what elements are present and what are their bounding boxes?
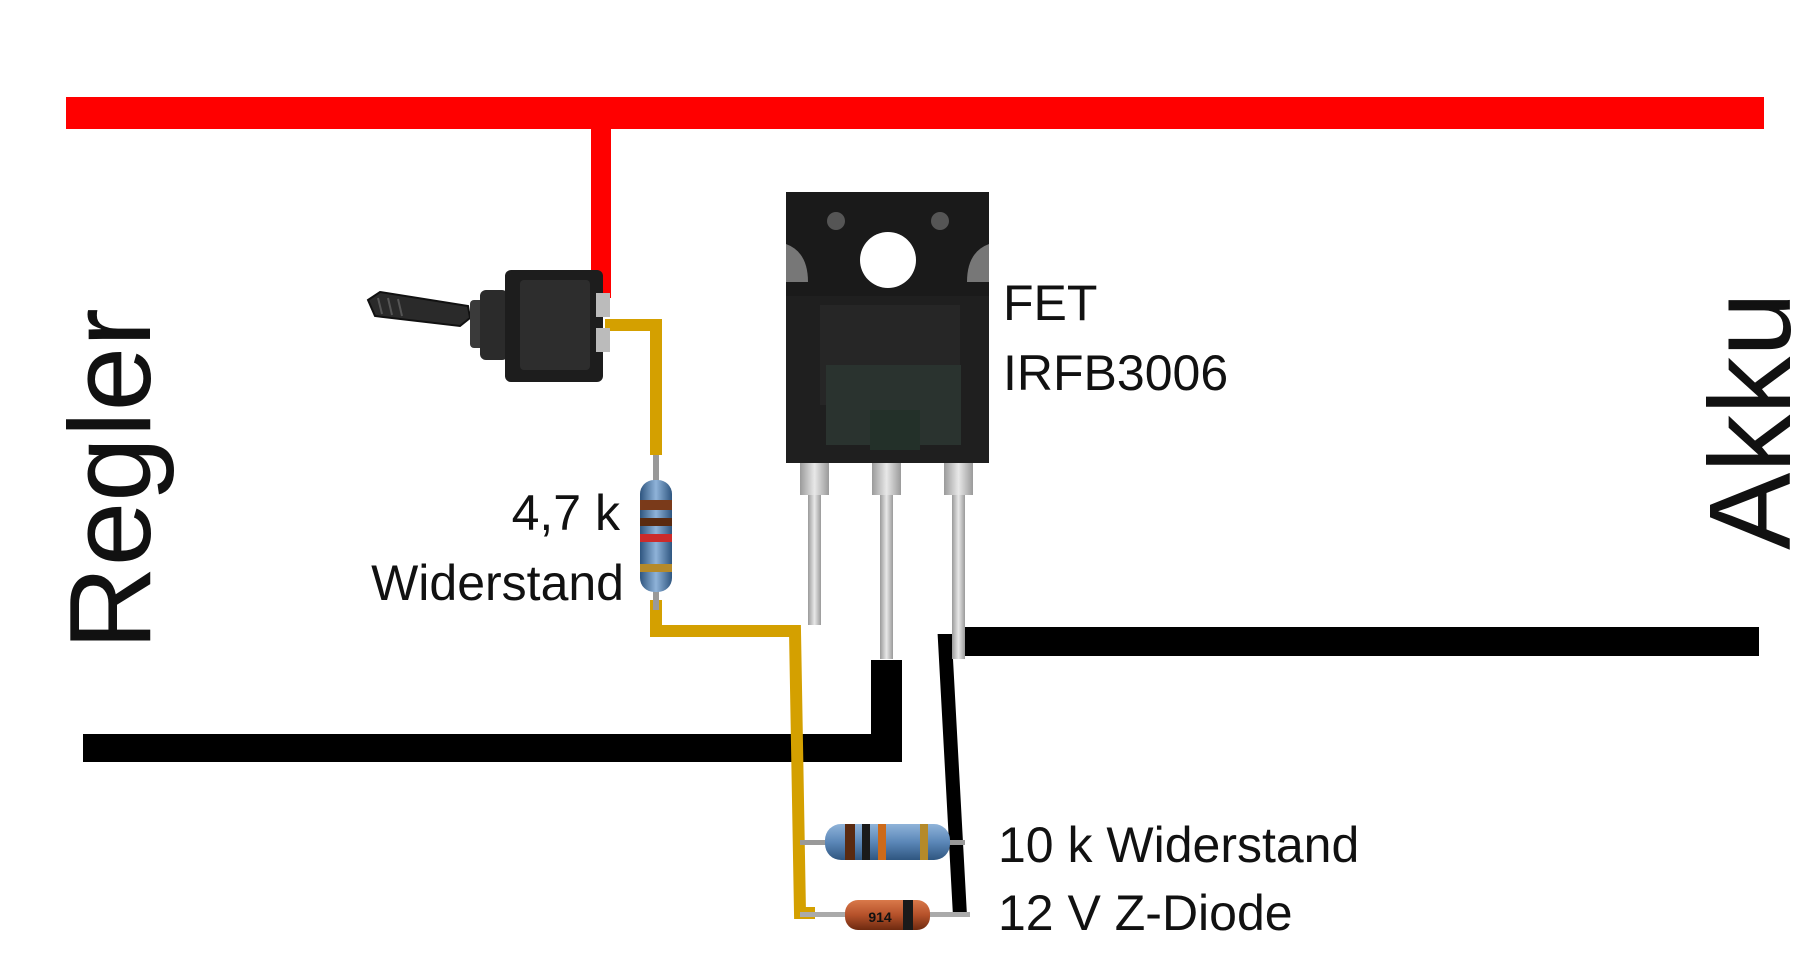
label-zener: 12 V Z-Diode	[998, 885, 1293, 941]
label-fet: FET	[1003, 275, 1097, 331]
positive-wire	[66, 97, 1764, 298]
zener-diode-icon: 914	[800, 900, 970, 930]
label-akku: Akku	[1685, 292, 1797, 550]
label-fet-part: IRFB3006	[1003, 345, 1228, 401]
gate-wire	[605, 319, 815, 919]
zener-marking: 914	[868, 909, 892, 925]
label-resistor1-type: Widerstand	[371, 555, 624, 611]
resistor-10k	[800, 824, 965, 860]
label-resistor2: 10 k Widerstand	[998, 817, 1359, 873]
negative-wire	[83, 627, 1759, 917]
label-regler: Regler	[45, 308, 175, 650]
label-resistor1-value: 4,7 k	[512, 485, 621, 541]
resistor-4k7	[640, 455, 672, 610]
toggle-switch-icon	[366, 270, 610, 382]
mosfet-icon	[786, 192, 989, 659]
